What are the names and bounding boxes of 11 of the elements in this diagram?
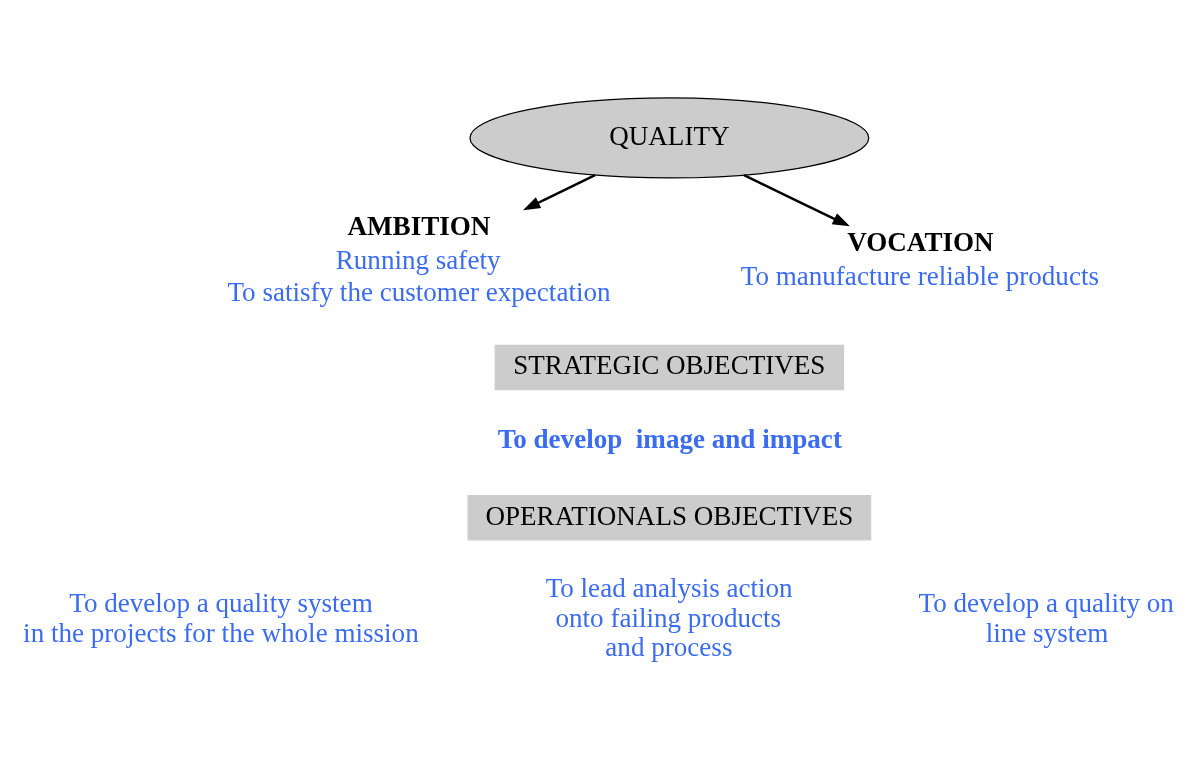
node-ellipse: QUALITY	[469, 97, 870, 179]
node-box: OPERATIONALS OBJECTIVES	[467, 494, 872, 541]
label: To lead analysis action onto failing products and process	[545, 573, 793, 663]
node-box: STRATEGIC OBJECTIVES	[494, 344, 845, 391]
label: To develop a quality on line system	[918, 587, 1174, 648]
node-text: VOCATION To manufacture reliable products	[740, 227, 1099, 291]
arrow	[743, 174, 850, 227]
arrow	[522, 174, 596, 211]
label: To develop image and impact	[497, 424, 842, 455]
label: To develop a quality system in the projects for the whole mission	[23, 587, 419, 648]
node-text: AMBITION Running safety To satisfy the customer expectation	[227, 211, 611, 307]
